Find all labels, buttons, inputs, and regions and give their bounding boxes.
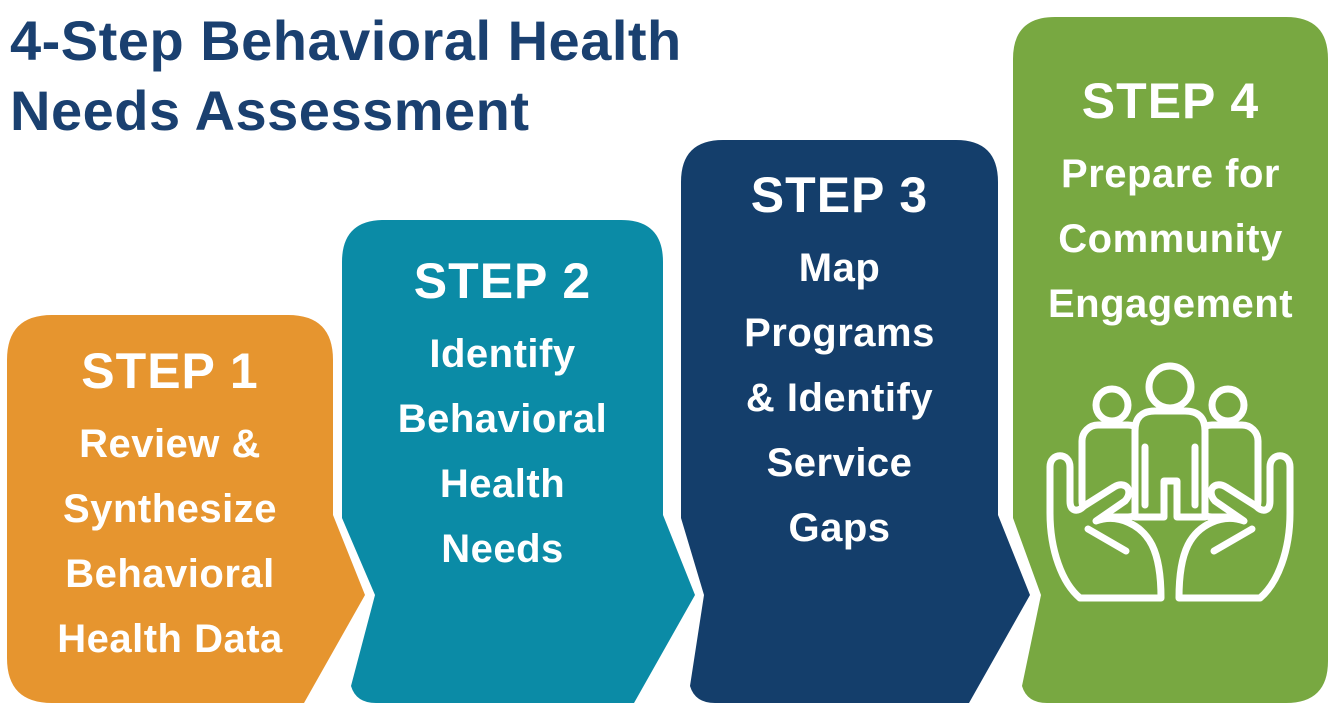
step-4-line-3: Engagement <box>1047 282 1294 326</box>
hand-right-crease <box>1210 525 1256 555</box>
step-1-box: STEP 1 Review & Synthesize Behavioral He… <box>7 315 372 703</box>
step-2-line-2: Behavioral <box>397 397 608 441</box>
page-title-line-1: 4-Step Behavioral Health <box>10 9 682 72</box>
step-1-line-2: Synthesize <box>63 487 277 531</box>
step-2-line-4: Needs <box>441 527 564 571</box>
step-4-label: STEP 4 <box>1081 73 1260 129</box>
step-1-shape-path <box>7 315 365 703</box>
hand-right <box>1175 452 1294 602</box>
hand-left-crease <box>1084 525 1130 555</box>
step-4-box: STEP 4 Prepare for Community Engagement <box>1013 17 1328 703</box>
step-1-description: Review & Synthesize Behavioral Health Da… <box>7 412 333 672</box>
person-center-figure <box>1131 362 1209 521</box>
step-3-line-2: Programs <box>744 311 935 355</box>
community-hands-icon <box>1040 355 1300 605</box>
step-2-label: STEP 2 <box>413 253 592 309</box>
step-4-text: STEP 4 Prepare for Community Engagement <box>1013 72 1328 337</box>
step-3-description: Map Programs & Identify Service Gaps <box>681 236 998 561</box>
step-2-description: Identify Behavioral Health Needs <box>342 322 663 582</box>
step-2-text: STEP 2 Identify Behavioral Health Needs <box>342 252 663 582</box>
step-1-shape <box>7 315 365 703</box>
step-2-line-1: Identify <box>429 332 576 376</box>
step-2-shape <box>342 220 695 703</box>
step-3-text: STEP 3 Map Programs & Identify Service G… <box>681 166 998 561</box>
step-1-line-4: Health Data <box>57 617 283 661</box>
step-3-line-3: & Identify <box>745 376 934 420</box>
step-3-line-4: Service <box>766 441 913 485</box>
page-title: 4-Step Behavioral Health Needs Assessmen… <box>10 6 682 146</box>
step-3-shape-path <box>681 140 1030 703</box>
step-1-line-3: Behavioral <box>65 552 275 596</box>
step-4-line-2: Community <box>1058 217 1283 261</box>
step-3-line-5: Gaps <box>788 506 891 550</box>
hand-left <box>1046 452 1165 602</box>
page-title-line-2: Needs Assessment <box>10 79 530 142</box>
step-2-shape-path <box>342 220 695 703</box>
step-1-text: STEP 1 Review & Synthesize Behavioral He… <box>7 342 333 672</box>
step-4-line-1: Prepare for <box>1061 152 1280 196</box>
step-1-label: STEP 1 <box>81 343 259 399</box>
step-1-line-1: Review & <box>79 422 261 466</box>
step-3-label: STEP 3 <box>750 167 929 223</box>
step-2-box: STEP 2 Identify Behavioral Health Needs <box>342 220 702 703</box>
step-3-line-1: Map <box>798 246 881 290</box>
step-4-description: Prepare for Community Engagement <box>1013 142 1328 337</box>
step-3-shape <box>681 140 1030 703</box>
step-3-box: STEP 3 Map Programs & Identify Service G… <box>681 140 1037 703</box>
step-2-line-3: Health <box>439 462 566 506</box>
